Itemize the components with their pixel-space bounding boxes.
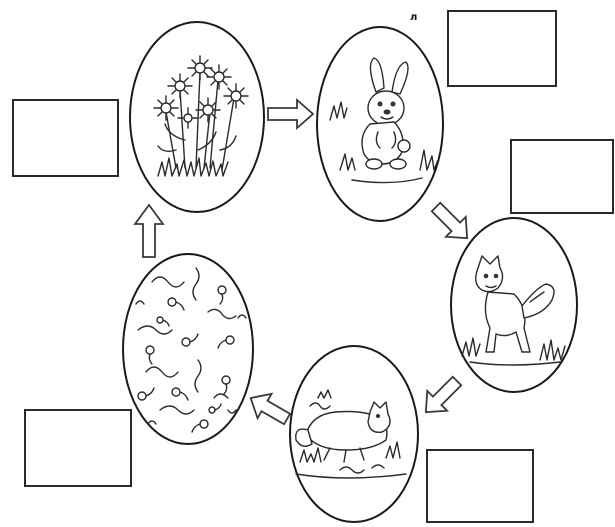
answer-box-dead-fox[interactable] (427, 450, 533, 522)
arrow-worms-to-flowers (135, 205, 163, 257)
stage-flowers (130, 22, 264, 212)
corner-mark: л (410, 12, 417, 23)
arrow-fox-to-dead-fox (416, 371, 467, 422)
stage-worms (123, 254, 253, 444)
arrow-flowers-to-rabbit (268, 100, 313, 128)
answer-box-worms[interactable] (25, 410, 131, 486)
arrow-dead-fox-to-worms (244, 386, 294, 431)
answer-box-fox[interactable] (511, 140, 613, 213)
arrow-rabbit-to-fox (426, 197, 477, 248)
stage-dead-fox (290, 346, 418, 522)
answer-box-rabbit[interactable] (448, 11, 556, 86)
worms-circle (123, 254, 253, 444)
answer-box-flowers[interactable] (13, 100, 118, 176)
flowers-circle (130, 22, 264, 212)
stage-fox (451, 218, 577, 392)
stage-rabbit (317, 27, 443, 221)
